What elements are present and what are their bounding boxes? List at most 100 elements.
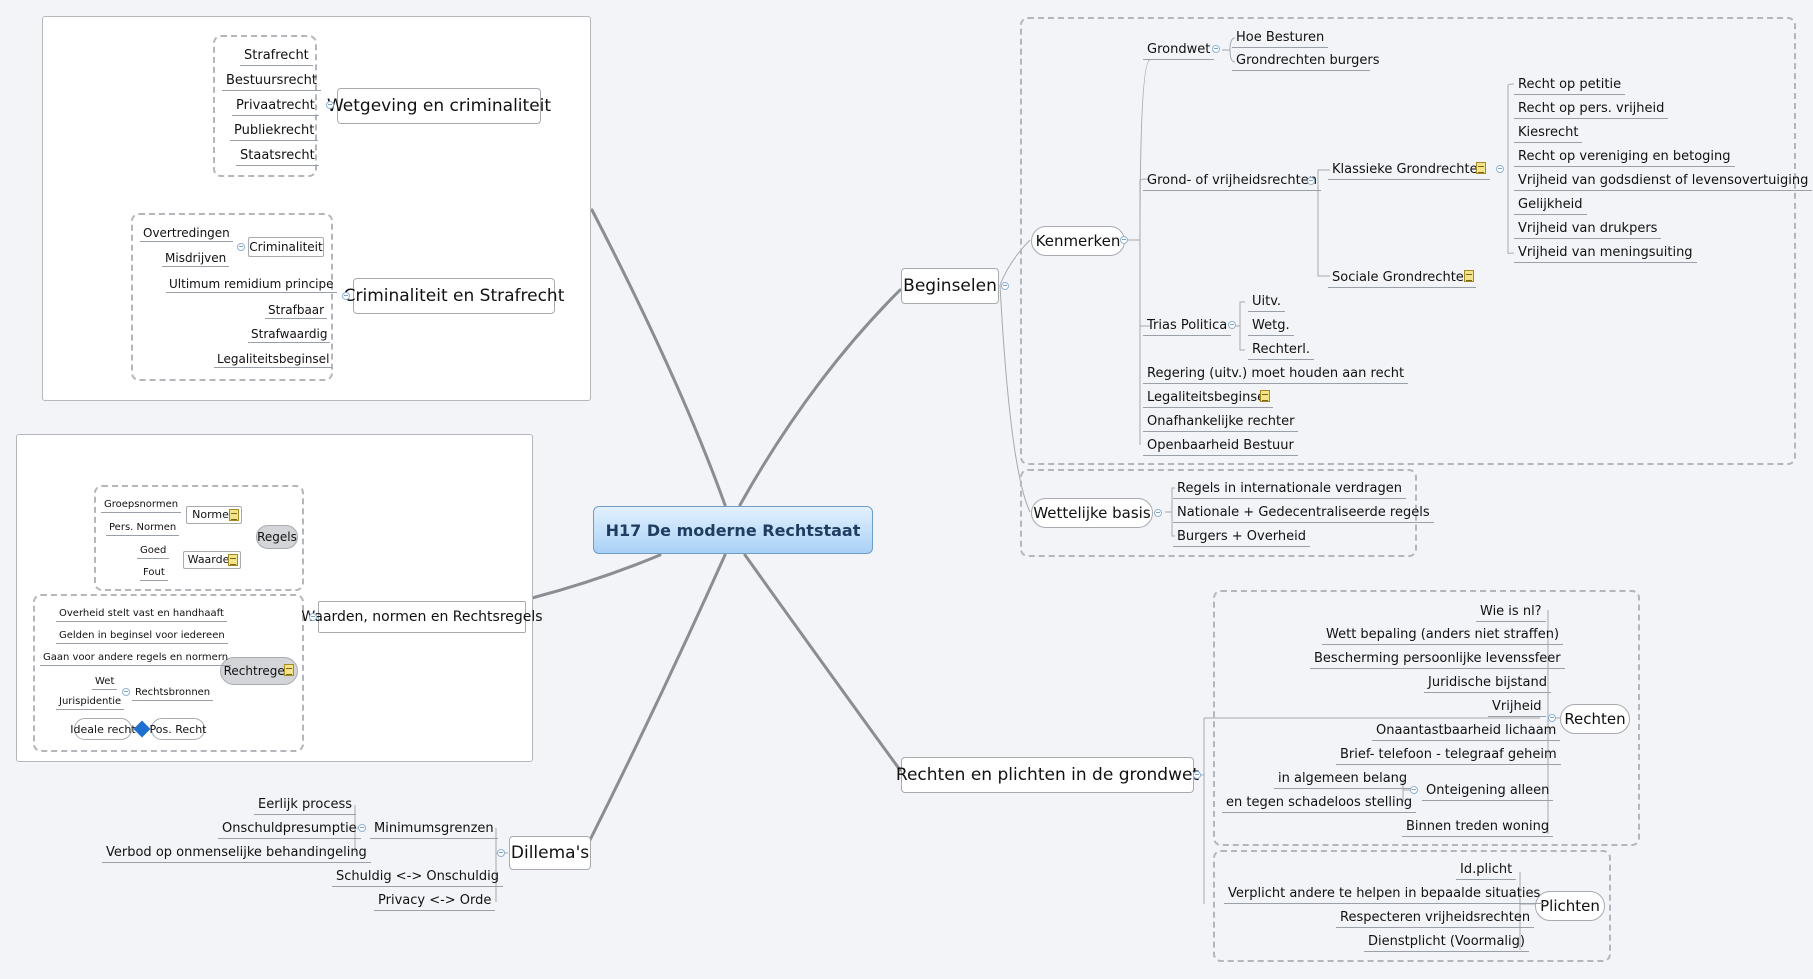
rechten-item[interactable]: Bescherming persoonlijke levenssfeer [1310, 650, 1565, 669]
rechtsregels-item[interactable]: Overheid stelt vast en handhaaft [56, 606, 227, 622]
rechten-item[interactable]: Juridische bijstand [1424, 674, 1551, 693]
wetgeving-item[interactable]: Publiekrecht [230, 122, 319, 141]
rechten-item[interactable]: Wie is nl? [1476, 603, 1546, 622]
minimum-item[interactable]: Onschuldpresumptie [218, 820, 361, 839]
note-icon[interactable] [229, 509, 239, 521]
wetgeving-item[interactable]: Privaatrecht [232, 97, 319, 116]
onteigening-item[interactable]: en tegen schadeloos stelling [1222, 794, 1417, 813]
grondwet-item[interactable]: Grondrechten burgers [1232, 52, 1379, 71]
criminaliteit-item[interactable]: Strafwaardig [248, 327, 331, 343]
collapse-icon[interactable] [1120, 236, 1128, 244]
regels-node[interactable]: Regels [256, 525, 298, 549]
dillemas-node[interactable]: Dillema's [509, 836, 591, 870]
wettelijke-node[interactable]: Wettelijke basis [1031, 498, 1153, 528]
pos-node[interactable]: Pos. Recht [150, 718, 206, 740]
minimum-item[interactable]: Eerlijk process [254, 796, 357, 815]
vrijheidsrechten-node[interactable]: Grond- of vrijheidsrechten [1143, 172, 1321, 191]
wettelijke-item[interactable]: Nationale + Gedecentraliseerde regels [1173, 504, 1434, 523]
waarden-node[interactable]: Waarden, normen en Rechtsregels [301, 601, 543, 633]
collapse-icon[interactable] [237, 243, 245, 251]
klassieke-item[interactable]: Recht op vereniging en betoging [1514, 148, 1735, 167]
klassieke-item[interactable]: Vrijheid van meningsuiting [1514, 244, 1697, 263]
kenmerken-item[interactable]: Openbaarheid Bestuur [1143, 437, 1298, 456]
rechten-item[interactable]: Vrijheid [1488, 698, 1546, 717]
waarden-item[interactable]: Goed [137, 543, 170, 559]
grondwet-item[interactable]: Hoe Besturen [1232, 29, 1329, 48]
onteigening-item[interactable]: in algemeen belang [1274, 770, 1412, 789]
trias-node[interactable]: Trias Politica [1143, 317, 1232, 336]
rechten-item[interactable]: Wett bepaling (anders niet straffen) [1322, 626, 1564, 645]
rechtsregels-item[interactable]: Gaan voor andere regels en normern [40, 650, 232, 666]
collapse-icon[interactable] [1496, 165, 1504, 173]
trias-item[interactable]: Uitv. [1248, 293, 1286, 312]
ideale-node[interactable]: Ideale recht [70, 718, 136, 740]
collapse-icon[interactable] [1228, 321, 1236, 329]
collapse-icon[interactable] [1548, 714, 1556, 722]
waarden-item[interactable]: Fout [140, 565, 168, 581]
collapse-icon[interactable] [326, 101, 334, 109]
wetgeving-item[interactable]: Strafrecht [240, 47, 313, 66]
wetgeving-item[interactable]: Staatsrecht [236, 147, 319, 166]
collapse-icon[interactable] [1001, 282, 1009, 290]
bronnen-item[interactable]: Jurispidentie [56, 694, 125, 710]
criminaliteit-item[interactable]: Legaliteitsbeginsel [214, 352, 333, 368]
minimum-node[interactable]: Minimumsgrenzen [370, 820, 498, 839]
klassieke-item[interactable]: Kiesrecht [1514, 124, 1583, 143]
criminaliteit-item[interactable]: Ultimum remidium principe [166, 277, 337, 293]
collapse-icon[interactable] [1154, 509, 1162, 517]
rechten-item[interactable]: Brief- telefoon - telegraaf geheim [1336, 746, 1561, 765]
note-icon[interactable] [1464, 270, 1474, 282]
rechten-item[interactable]: Binnen treden woning [1402, 818, 1554, 837]
criminaliteit-item[interactable]: Strafbaar [265, 303, 328, 319]
kenmerken-item[interactable]: Onafhankelijke rechter [1143, 413, 1299, 432]
wetgeving-node[interactable]: Wetgeving en criminaliteit [327, 88, 551, 124]
plichten-node[interactable]: Plichten [1535, 891, 1605, 921]
klassieke-item[interactable]: Recht op petitie [1514, 76, 1626, 95]
klassieke-item[interactable]: Recht op pers. vrijheid [1514, 100, 1669, 119]
wettelijke-item[interactable]: Regels in internationale verdragen [1173, 480, 1406, 499]
rechten-item[interactable]: Onaantastbaarheid lichaam [1372, 722, 1561, 741]
klassieke-item[interactable]: Vrijheid van drukpers [1514, 220, 1662, 239]
klassieke-item[interactable]: Vrijheid van godsdienst of levensovertui… [1514, 172, 1813, 191]
crim-node[interactable]: Criminaliteit [248, 237, 324, 257]
collapse-icon[interactable] [1307, 177, 1315, 185]
note-icon[interactable] [1260, 390, 1270, 402]
criminaliteit-node[interactable]: Criminaliteit en Strafrecht [344, 278, 564, 314]
note-icon[interactable] [284, 664, 294, 676]
collapse-icon[interactable] [1410, 786, 1418, 794]
klassieke-item[interactable]: Gelijkheid [1514, 196, 1587, 215]
waarden-node-small[interactable]: Waarden [183, 551, 241, 569]
collapse-icon[interactable] [497, 849, 505, 857]
crim-item[interactable]: Overtredingen [140, 226, 233, 242]
note-icon[interactable] [1476, 162, 1486, 174]
bronnen-item[interactable]: Wet [92, 674, 118, 690]
plichten-item[interactable]: Verplicht andere te helpen in bepaalde s… [1224, 885, 1545, 904]
collapse-icon[interactable] [358, 824, 366, 832]
rechten-plichten-node[interactable]: Rechten en plichten in de grondwet [896, 757, 1199, 793]
normen-node[interactable]: Normen [186, 506, 242, 524]
trias-item[interactable]: Rechterl. [1248, 341, 1315, 360]
central-topic[interactable]: H17 De moderne Rechtstaat [593, 506, 873, 554]
plichten-item[interactable]: Id.plicht [1456, 861, 1517, 880]
grondwet-node[interactable]: Grondwet [1143, 41, 1215, 60]
normen-item[interactable]: Groepsnormen [101, 497, 182, 513]
minimum-item[interactable]: Verbod op onmenselijke behandingeling [102, 844, 371, 863]
kenmerken-item[interactable]: Regering (uitv.) moet houden aan recht [1143, 365, 1409, 384]
collapse-icon[interactable] [342, 292, 350, 300]
rechtsregels-item[interactable]: Gelden in beginsel voor iedereen [56, 628, 228, 644]
trias-item[interactable]: Wetg. [1248, 317, 1294, 336]
beginselen-node[interactable]: Beginselen [901, 268, 999, 304]
onteigening-node[interactable]: Onteigening alleen [1422, 782, 1554, 801]
wettelijke-item[interactable]: Burgers + Overheid [1173, 528, 1310, 547]
dillemas-item[interactable]: Privacy <-> Orde [374, 892, 496, 911]
collapse-icon[interactable] [1193, 771, 1201, 779]
plichten-item[interactable]: Respecteren vrijheidsrechten [1336, 909, 1535, 928]
bronnen-node[interactable]: Rechtsbronnen [132, 685, 214, 701]
dillemas-item[interactable]: Schuldig <-> Onschuldig [332, 868, 503, 887]
crim-item[interactable]: Misdrijven [162, 251, 230, 267]
kenmerken-item[interactable]: Legaliteitsbeginsel [1143, 389, 1273, 408]
wetgeving-item[interactable]: Bestuursrecht [222, 72, 321, 91]
note-icon[interactable] [228, 554, 238, 566]
sociale-node[interactable]: Sociale Grondrechten [1328, 269, 1477, 288]
normen-item[interactable]: Pers. Normen [106, 520, 180, 536]
